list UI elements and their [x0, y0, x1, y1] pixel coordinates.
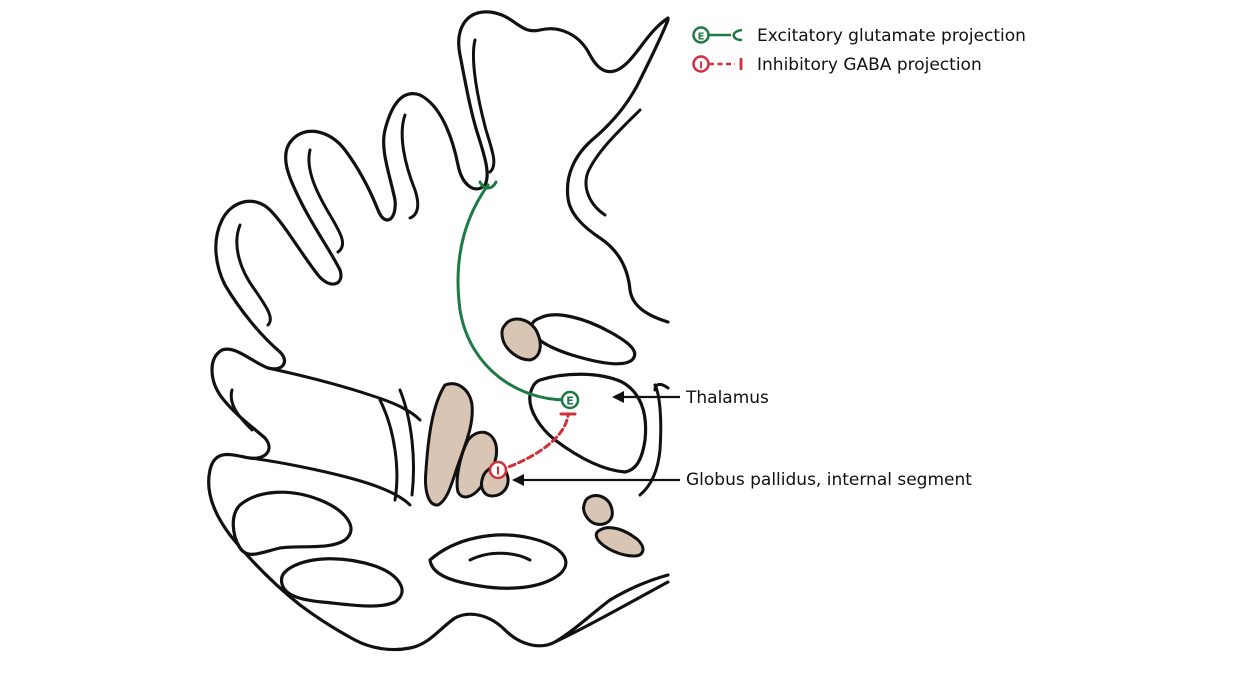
legend-excitatory-terminal [734, 30, 742, 40]
legend: E Excitatory glutamate projection I Inhi… [694, 26, 1026, 75]
gpi-label: Globus pallidus, internal segment [686, 470, 972, 490]
legend-excitatory: E Excitatory glutamate projection [694, 26, 1026, 46]
legend-inhibitory-label: Inhibitory GABA projection [757, 55, 982, 75]
excitatory-marker-thalamus: E [562, 392, 578, 408]
excitatory-marker-letter: E [566, 395, 574, 408]
legend-excitatory-symbol: E [698, 32, 705, 43]
inhibitory-marker-gpi: I [490, 462, 506, 478]
legend-inhibitory: I Inhibitory GABA projection [694, 55, 982, 75]
legend-inhibitory-symbol: I [699, 61, 703, 72]
subthalamic-nucleus [584, 496, 613, 525]
legend-excitatory-label: Excitatory glutamate projection [757, 26, 1026, 46]
thalamus-label: Thalamus [685, 388, 769, 408]
inhibitory-marker-letter: I [496, 465, 500, 478]
